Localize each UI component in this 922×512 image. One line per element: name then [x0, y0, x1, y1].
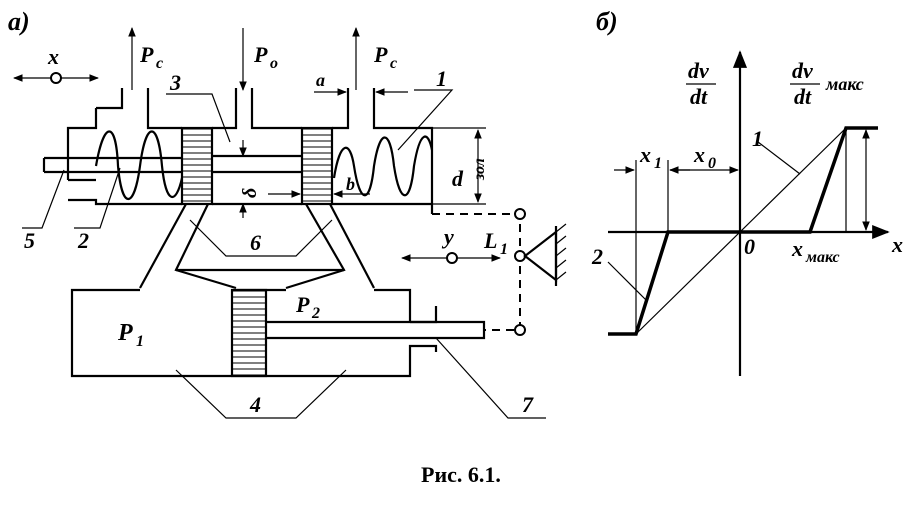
channels [139, 203, 375, 290]
x-axis-label: x [891, 232, 903, 257]
y-output-label: y [441, 224, 454, 249]
cylinder [70, 288, 486, 378]
callout-2: 2 [77, 228, 89, 253]
dvdt-max-sub: макс [825, 74, 864, 94]
pc-left-label: P [139, 42, 154, 67]
label-delta: δ [239, 188, 261, 198]
feedback-linkage: L 1 [432, 208, 567, 336]
label-p1: P [117, 320, 133, 346]
callout-3: 3 [169, 70, 181, 95]
origin-label: 0 [744, 234, 755, 259]
x-motion-indicator: x [13, 44, 99, 84]
spool-rod [42, 154, 302, 174]
po-arrow: P o [239, 28, 278, 91]
callout-b2: 2 [591, 244, 603, 269]
pc-right-sub: c [390, 55, 397, 72]
callout-b1-line [757, 141, 801, 175]
panel-a-valve-diagram: а) x P c P o P c [8, 7, 567, 419]
dvdt-num: dv [688, 58, 709, 83]
label-d-sub: зол [471, 158, 488, 181]
label-p2: P [295, 292, 310, 317]
callout-b2-line [607, 261, 647, 301]
dimension-delta: δ [239, 140, 261, 218]
callout-4: 4 [249, 392, 261, 417]
callout-6: 6 [250, 230, 261, 255]
dimension-a: a [314, 70, 408, 96]
label-l1: L [483, 228, 497, 253]
label-d: d [452, 166, 464, 191]
label-l1-sub: 1 [500, 241, 508, 258]
po-sub: o [270, 55, 278, 72]
dimension-d-zol: d зол [432, 127, 488, 205]
panel-b-characteristic: б) dv dt dv dt макс x 1 x 0 [591, 7, 903, 376]
dvdt-max-num: dv [792, 58, 813, 83]
characteristic-line-2 [608, 126, 878, 336]
panel-a-tag: а) [8, 7, 30, 36]
y-motion-indicator: y [401, 224, 501, 264]
dimension-b: b [268, 174, 370, 198]
figure-caption: Рис. 6.1. [421, 462, 501, 487]
callout-1: 1 [436, 66, 447, 91]
label-x1-sub: 1 [654, 155, 662, 172]
po-label: P [253, 42, 268, 67]
dvdt-den: dt [690, 84, 708, 109]
x-input-label: x [47, 44, 59, 69]
pc-right-label: P [373, 42, 388, 67]
label-p1-sub: 1 [136, 333, 144, 350]
spring-right [332, 135, 434, 197]
label-xmax-sub: макс [805, 249, 840, 266]
label-x0-sub: 0 [708, 155, 716, 172]
callout-7: 7 [522, 392, 534, 417]
dvdt-max-label: dv dt макс [790, 58, 864, 109]
spring-left [94, 130, 184, 200]
label-x0: x [693, 142, 705, 167]
label-x1: x [639, 142, 651, 167]
spool-land-left [180, 126, 214, 206]
callouts: 5 2 3 1 6 4 7 [22, 66, 546, 419]
callout-5: 5 [24, 228, 35, 253]
label-b: b [346, 174, 355, 194]
spool-land-right [300, 126, 334, 206]
dvdt-max-den: dt [794, 84, 812, 109]
label-p2-sub: 2 [311, 305, 320, 322]
callout-b1: 1 [752, 126, 763, 151]
cylinder-piston [230, 288, 268, 378]
pc-left-sub: c [156, 55, 163, 72]
dvdt-axis-label: dv dt [686, 58, 716, 109]
label-a: a [316, 70, 325, 90]
valve-body [66, 88, 434, 214]
label-xmax: x [791, 236, 803, 261]
panel-b-tag: б) [596, 7, 618, 36]
pc-right-arrow: P c [352, 27, 397, 90]
pc-left-arrow: P c [128, 27, 163, 90]
